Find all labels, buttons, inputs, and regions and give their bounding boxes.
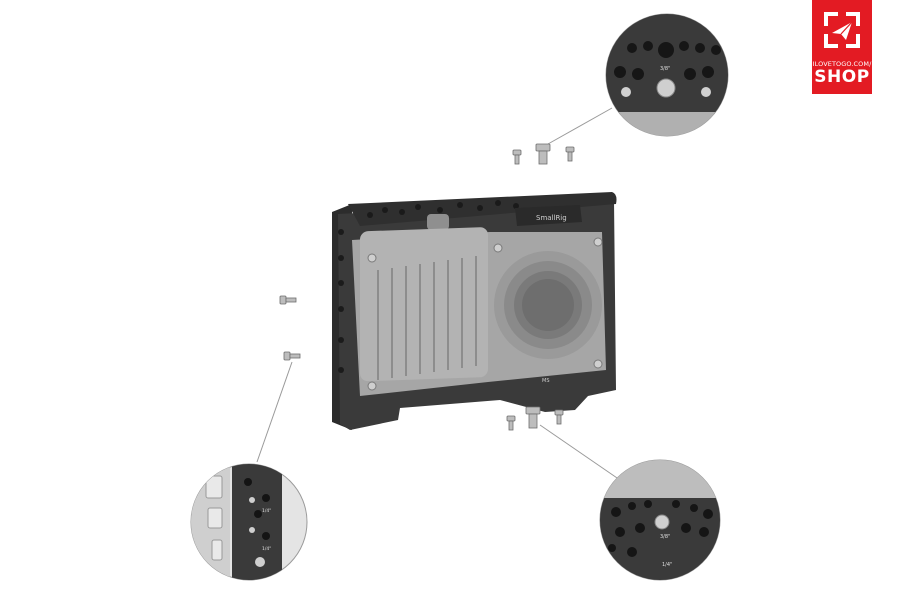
- callout-top-right: 3/8": [605, 13, 729, 137]
- bottom-mark: MS: [542, 378, 550, 384]
- callout-left-label-b: 1/4": [262, 546, 271, 552]
- leader-line-top: [547, 107, 613, 145]
- screws-left: [279, 295, 301, 361]
- logo-mark-icon: [824, 12, 860, 48]
- shop-logo[interactable]: ILOVETOGO.COM/ SHOP: [812, 0, 872, 94]
- camera-body: [352, 227, 606, 396]
- callout-left-label-a: 1/4": [262, 508, 271, 514]
- callout-bottom-label-a: 3/8": [660, 534, 670, 540]
- logo-url-text: ILOVETOGO.COM/: [812, 60, 872, 68]
- callout-top-label: 3/8": [660, 66, 670, 72]
- screws-bottom: [506, 406, 564, 431]
- brand-label: SmallRig: [536, 214, 567, 222]
- callout-left: 1/4" 1/4": [190, 463, 308, 581]
- callout-bottom-label-b: 1/4": [662, 562, 672, 568]
- screws-top: [512, 143, 575, 165]
- callout-bottom-right: 3/8" 1/4": [599, 459, 721, 581]
- leader-line-bottom: [539, 424, 621, 481]
- leader-line-left: [256, 361, 293, 463]
- logo-shop-text: SHOP: [814, 67, 870, 87]
